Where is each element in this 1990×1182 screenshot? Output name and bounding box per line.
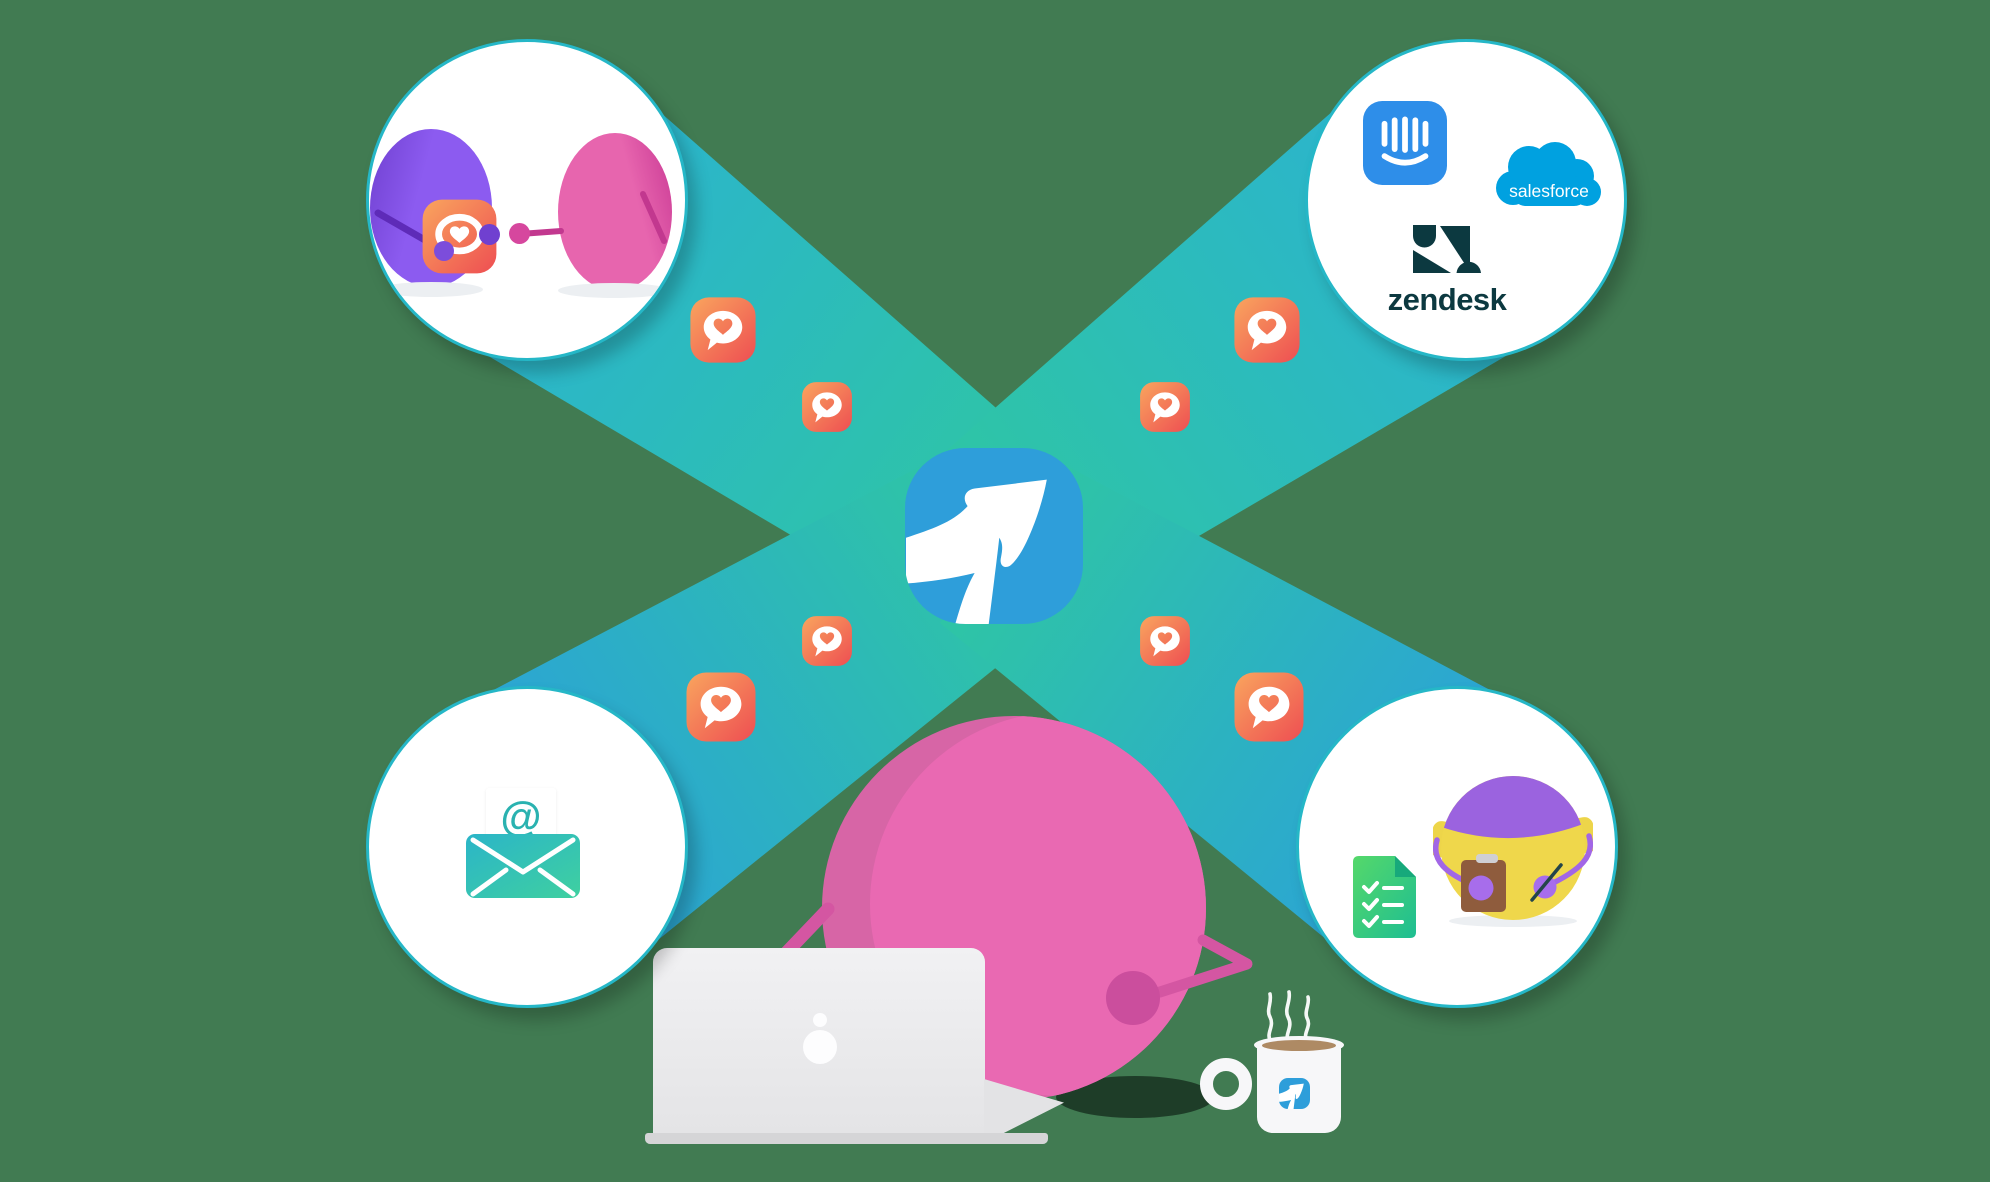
purple-bot-hand (479, 224, 500, 245)
chatbot-arms (374, 191, 667, 255)
pink-bot-hand (1106, 971, 1160, 1025)
chatbot-shadow (379, 282, 483, 297)
center-app-tile (905, 448, 1083, 624)
pink-ball-bot (822, 716, 1206, 1100)
checklist-doc-icon (1353, 856, 1416, 938)
heart-chat-badge-icon (801, 615, 853, 667)
heart-chat-badge-icon (801, 381, 853, 433)
pink-bot-hand (509, 223, 530, 244)
intercom-logo-icon (1363, 101, 1447, 185)
zendesk-wordmark: zendesk (1387, 282, 1507, 317)
envelope-icon (466, 834, 580, 898)
mug-handle (1200, 1058, 1252, 1110)
bubble-email: @ (366, 686, 688, 1008)
bubble-integrations: zendesk (1305, 39, 1627, 361)
laptop-logo-icon (813, 1013, 827, 1027)
bubble-chatbots (366, 39, 688, 361)
salesforce-logo-icon (1487, 136, 1607, 224)
heart-chat-badge-icon (685, 671, 757, 743)
growth-arrow-icon (905, 448, 1083, 624)
laptop-base-edge (645, 1133, 1048, 1144)
heart-chat-badge-icon (1139, 615, 1191, 667)
heart-chat-badge-icon (689, 296, 757, 364)
bubble-survey (1296, 686, 1618, 1008)
heart-chat-badge-icon (1233, 296, 1301, 364)
survey-bot (1433, 768, 1593, 928)
purple-bot-hand (434, 241, 454, 261)
laptop (653, 948, 985, 1135)
pink-bot-right-arm (1106, 934, 1253, 1025)
at-symbol: @ (500, 793, 542, 840)
chatbot-shadow (558, 283, 670, 298)
laptop-logo-icon (803, 1030, 837, 1064)
heart-chat-badge-icon (1139, 381, 1191, 433)
heart-chat-badge-icon (1233, 671, 1305, 743)
coffee (1262, 1040, 1336, 1051)
mug-growth-arrow-logo-icon (1279, 1078, 1310, 1109)
zendesk-logo-icon (1413, 225, 1481, 275)
pink-bot-left-arm (779, 902, 835, 960)
